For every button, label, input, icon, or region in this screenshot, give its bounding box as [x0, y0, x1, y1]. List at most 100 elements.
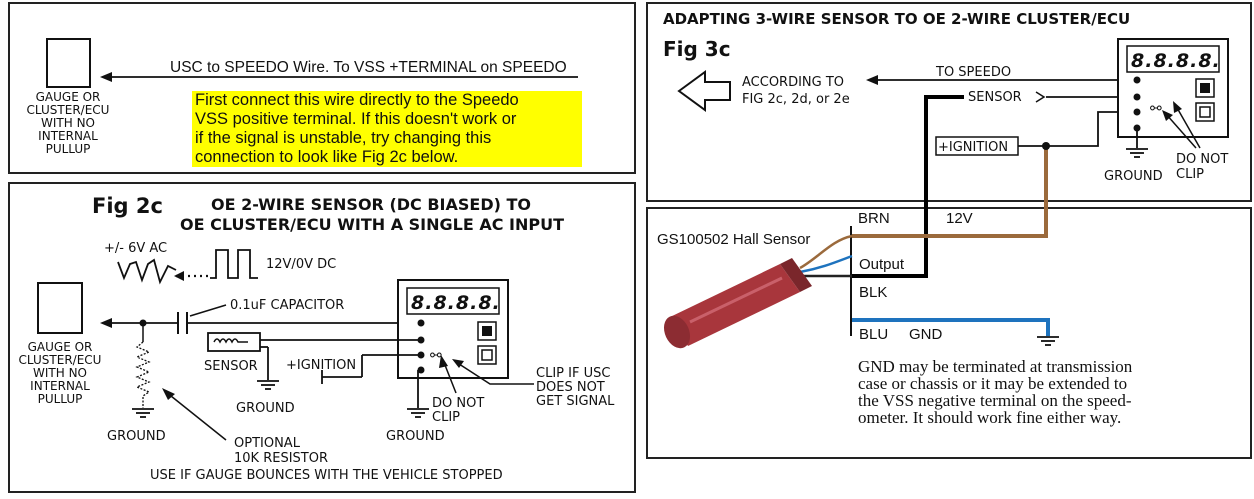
usc-button-core [1200, 83, 1210, 93]
gauge-label-line: GAUGE OR [36, 90, 101, 104]
clip-if-usc-line: CLIP IF USC [536, 366, 610, 381]
junction-dot [1042, 142, 1050, 150]
gauge-label-line: GAUGE OR [28, 340, 93, 354]
terminal [417, 351, 425, 359]
v12-label: 12V [946, 210, 973, 227]
ground-label: GROUND [1104, 169, 1163, 184]
do-not-clip-arrowhead [1162, 110, 1173, 121]
sensor-label: SENSOR [968, 90, 1022, 105]
sensor-label: SENSOR [204, 359, 258, 374]
do-not-clip-line: CLIP [432, 410, 460, 425]
clip-if-usc-line: DOES NOT [536, 380, 605, 395]
to-speedo-label: TO SPEEDO [935, 65, 1011, 80]
note-line: if the signal is unstable, try changing … [195, 129, 492, 147]
fig-3c-label: Fig 3c [663, 37, 731, 61]
ac-waveform [117, 258, 177, 285]
capacitor-label: 0.1uF CAPACITOR [230, 298, 344, 313]
usc-led-core [1199, 106, 1211, 118]
according-to-line: ACCORDING TO [742, 75, 844, 90]
dc-waveform [210, 249, 258, 279]
terminal [417, 366, 425, 374]
black-output-wire [852, 95, 964, 278]
to-speedo-arrowhead [866, 75, 878, 85]
ground-label: GROUND [386, 429, 445, 444]
output-label: Output [859, 256, 905, 273]
terminal [1133, 93, 1141, 101]
wire-label: USC to SPEEDO Wire. To VSS +TERMINAL on … [170, 59, 567, 76]
fig-2c-title-line: OE CLUSTER/ECU WITH A SINGLE AC INPUT [180, 215, 564, 234]
ignition-label: +IGNITION [938, 140, 1008, 155]
fig-2c-label: Fig 2c [92, 194, 163, 218]
terminal [1133, 108, 1141, 116]
terminal [417, 336, 425, 344]
usc-button-core [482, 326, 492, 336]
resistor-label-line: OPTIONAL [234, 436, 301, 451]
do-not-clip-arrowhead [439, 355, 448, 368]
do-not-clip-pointer [1165, 113, 1197, 149]
gauge-label-line: PULLUP [38, 392, 83, 406]
usc-display [406, 287, 500, 315]
fig-2c-title-line: OE 2-WIRE SENSOR (DC BIASED) TO [211, 195, 531, 214]
sensor-cable-blue [799, 254, 853, 274]
sensor-chevron [1035, 91, 1046, 103]
panel-hall-sensor [646, 207, 1252, 459]
ignition-wire [1018, 111, 1133, 147]
terminal [1133, 76, 1141, 84]
usc-display-digits: 8.8.8.8. [1131, 50, 1221, 72]
signal-arrowhead [100, 318, 112, 328]
gauge-label-line: INTERNAL [30, 379, 90, 393]
terminal [417, 319, 425, 327]
ground-label: GROUND [107, 429, 166, 444]
ac-label: +/- 6V AC [104, 241, 167, 256]
resistor-pointer-arrowhead [162, 388, 175, 400]
clip-arrowhead [452, 359, 464, 368]
blk-label: BLK [859, 284, 887, 301]
usc-display [1126, 45, 1220, 73]
dc-label: 12V/0V DC [266, 257, 336, 272]
hall-sensor-body [663, 258, 812, 349]
fig-3c-title: ADAPTING 3-WIRE SENSOR TO OE 2-WIRE CLUS… [663, 10, 1130, 28]
gnd-label: GND [909, 326, 943, 343]
sensor-body [207, 332, 261, 352]
note-line: VSS positive terminal. If this doesn't w… [195, 110, 517, 128]
note-line: connection to look like Fig 2c below. [195, 148, 459, 166]
brn-label: BRN [858, 210, 890, 227]
sensor-name: GS100502 Hall Sensor [657, 231, 810, 248]
do-not-clip-pointer [1175, 105, 1201, 149]
according-to-arrow [677, 70, 731, 112]
gnd-note: GND may be terminated at transmission ca… [858, 357, 1133, 427]
connection-note: First connect this wire directly to the … [192, 91, 582, 167]
gauge-label-line: CLUSTER/ECU [27, 103, 110, 117]
resistor-label-line: 10K RESISTOR [234, 451, 328, 466]
gauge-label-line: WITH NO [41, 116, 95, 130]
wire-arrowhead [100, 72, 112, 82]
gauge-box [37, 282, 83, 334]
ground-label: GROUND [236, 401, 295, 416]
gauge-label-line: INTERNAL [38, 129, 98, 143]
blu-label: BLU [859, 326, 888, 343]
capacitor-pointer [189, 304, 227, 317]
gauge-label-line: CLUSTER/ECU [19, 353, 102, 367]
clip-if-usc-line: GET SIGNAL [536, 394, 615, 409]
wire-loop-symbol: ⚯ [430, 348, 442, 364]
note-line: First connect this wire directly to the … [195, 91, 519, 109]
brown-12v-wire [852, 146, 1048, 238]
gauge-label-line: PULLUP [46, 142, 91, 156]
resistor-pointer [165, 391, 227, 441]
do-not-clip-arrowhead [1173, 101, 1182, 113]
usc-led-core [481, 349, 493, 361]
do-not-clip-line: DO NOT [432, 396, 484, 411]
blue-gnd-wire [852, 318, 1050, 336]
wire-loop-symbol: ⚯ [1150, 101, 1162, 117]
do-not-clip-line: CLIP [1176, 167, 1204, 182]
gauge-box [46, 38, 91, 88]
gauge-label-line: WITH NO [33, 366, 87, 380]
sensor-cable-brown [799, 234, 853, 270]
sensor-coil [213, 338, 248, 344]
clip-pointer [455, 361, 534, 385]
waveform-arrowhead [174, 271, 184, 281]
